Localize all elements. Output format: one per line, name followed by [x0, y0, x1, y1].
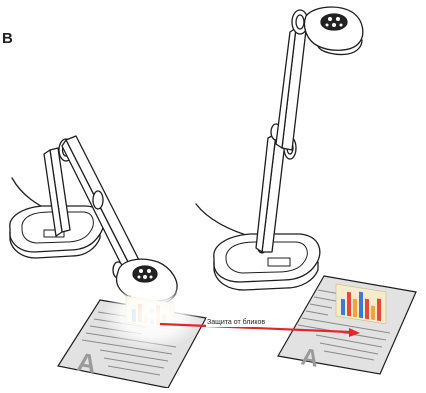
comparison-arrow [159, 322, 360, 337]
left-camera-lens [132, 265, 158, 283]
left-document: A [57, 282, 207, 389]
right-camera-cable [195, 203, 257, 239]
right-document-letter: A [299, 343, 321, 373]
right-document-chart [335, 283, 387, 325]
glare-spot [102, 282, 202, 350]
right-camera-lens [320, 13, 348, 31]
right-document: A [277, 275, 417, 375]
left-document-camera [9, 135, 178, 306]
figure-label: B [2, 30, 13, 47]
anti-glare-label: Защита от бликов [206, 318, 267, 327]
right-document-camera [195, 6, 364, 291]
left-document-letter: A [75, 346, 99, 379]
arrow-head [349, 328, 360, 337]
